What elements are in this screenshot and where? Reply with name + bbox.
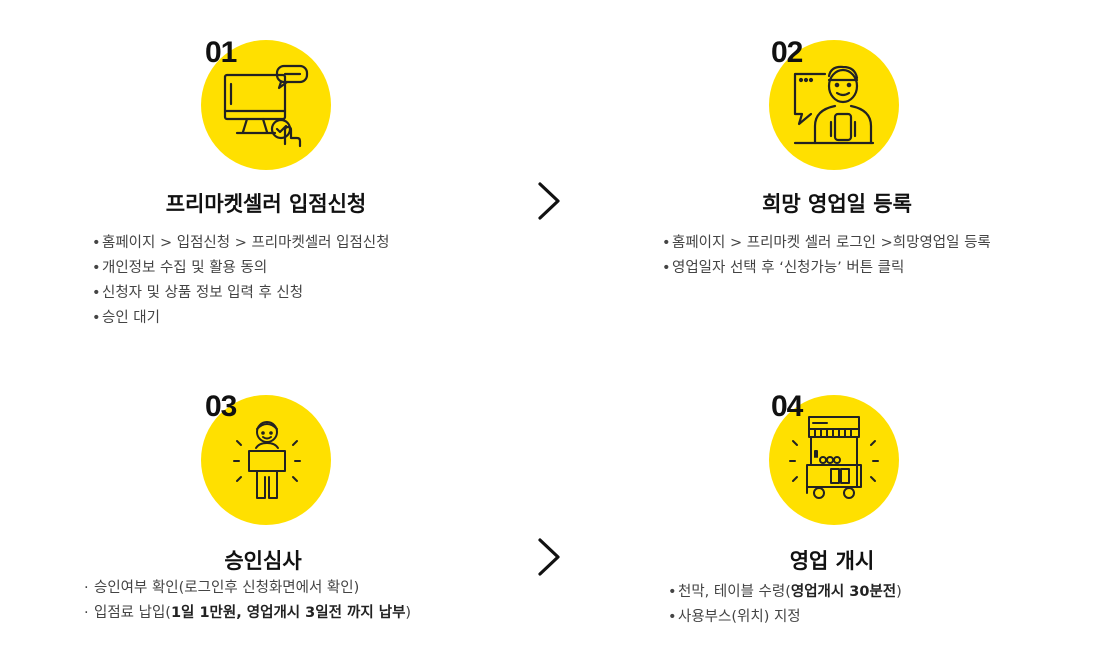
list-item: •개인정보 수집 및 활용 동의	[92, 260, 268, 276]
chevron-right-icon	[538, 182, 560, 220]
list-item: ·입점료 납입(1일 1만원, 영업개시 3일전 까지 납부)	[84, 605, 412, 621]
step-icon-circle	[201, 395, 331, 525]
step-number: 03	[205, 390, 237, 423]
step-bullet-list: •홈페이지 > 프리마켓 셀러 로그인 >희망영업일 등록 •영업일자 선택 후…	[662, 231, 991, 281]
step-title: 프리마켓셀러 입점신청	[165, 192, 367, 216]
step-icon-circle	[769, 40, 899, 170]
list-item: •신청자 및 상품 정보 입력 후 신청	[92, 285, 304, 301]
list-item: •영업일자 선택 후 ‘신청가능’ 버튼 클릭	[662, 260, 905, 276]
step-bullet-list: •홈페이지 > 입점신청 > 프리마켓셀러 입점신청 •개인정보 수집 및 활용…	[92, 231, 389, 331]
step-bullet-list: ·승인여부 확인(로그인후 신청화면에서 확인) ·입점료 납입(1일 1만원,…	[84, 576, 411, 626]
step-bullet-list: •천막, 테이블 수령(영업개시 30분전) •사용부스(위치) 지정	[668, 580, 902, 630]
step-title: 희망 영업일 등록	[762, 192, 912, 216]
step-title: 영업 개시	[789, 549, 875, 573]
list-item: ·승인여부 확인(로그인후 신청화면에서 확인)	[84, 580, 360, 596]
seller-register-icon	[793, 65, 875, 145]
list-item: •홈페이지 > 입점신청 > 프리마켓셀러 입점신청	[92, 235, 390, 251]
step-number: 04	[771, 390, 803, 423]
chevron-right-icon	[538, 538, 560, 576]
step-number: 02	[771, 36, 803, 69]
list-item: •승인 대기	[92, 310, 160, 326]
computer-apply-icon	[223, 64, 309, 148]
list-item: •천막, 테이블 수령(영업개시 30분전)	[668, 584, 902, 600]
step-icon-circle	[201, 40, 331, 170]
person-holding-sign-icon	[233, 421, 301, 499]
step-number: 01	[205, 36, 237, 69]
step-title: 승인심사	[224, 549, 302, 573]
step-icon-circle	[769, 395, 899, 525]
list-item: •홈페이지 > 프리마켓 셀러 로그인 >희망영업일 등록	[662, 235, 991, 251]
list-item: •사용부스(위치) 지정	[668, 609, 801, 625]
food-cart-icon	[789, 416, 879, 499]
